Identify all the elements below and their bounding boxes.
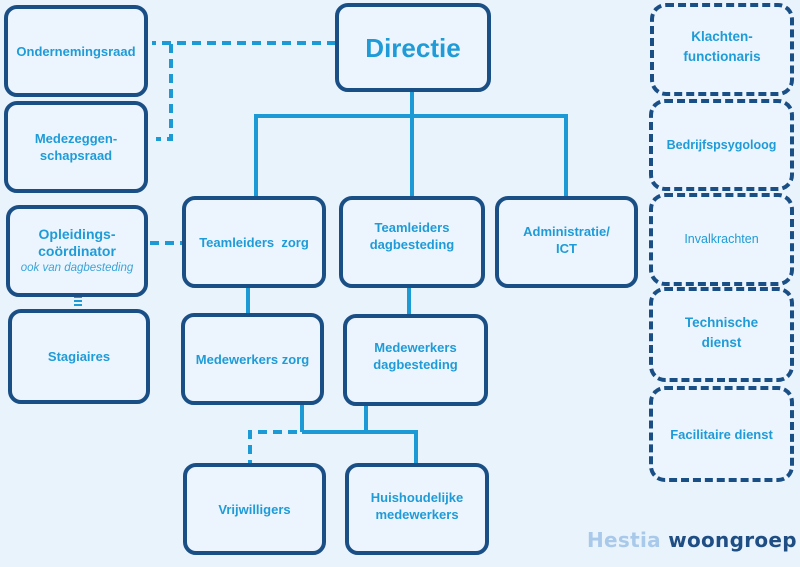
invalkrachten-label: Invalkrachten: [684, 232, 759, 246]
opleidingscoordinator-note: ook van dagbesteding: [20, 261, 134, 274]
teamleiders-dagbesteding-label: Teamleiders dagbesteding: [369, 220, 455, 252]
facilitaire-dienst-label: Facilitaire dienst: [670, 426, 773, 442]
box-stagiaires[interactable]: Stagiaires: [8, 309, 150, 404]
directie-label: Directie: [365, 32, 461, 63]
box-facilitaire-dienst[interactable]: Facilitaire dienst: [649, 386, 794, 482]
connector-medewerkers-level4: [300, 401, 418, 465]
box-ondernemingsraad[interactable]: Ondernemingsraad: [4, 5, 148, 97]
opleidingscoordinator-label: Opleidings- coördinator: [38, 225, 116, 259]
medewerkers-zorg-label: Medewerkers zorg: [195, 351, 310, 367]
dashed-connector-mr: [156, 44, 173, 141]
box-teamleiders-dagbesteding[interactable]: Teamleiders dagbesteding: [339, 196, 485, 288]
medezeggenschapsraad-label: Medezeggen- schapsraad: [34, 131, 118, 163]
logo-part-hestia: Hestia: [587, 528, 661, 552]
teamleiders-zorg-label: Teamleiders zorg: [199, 234, 309, 250]
connector-directie-level2: [254, 92, 568, 199]
medewerkers-dagbesteding-label: Medewerkers dagbesteding: [373, 340, 458, 372]
box-bedrijfspsygoloog[interactable]: Bedrijfspsygoloog: [649, 99, 794, 191]
box-medewerkers-dagbesteding[interactable]: Medewerkers dagbesteding: [343, 314, 488, 406]
box-medewerkers-zorg[interactable]: Medewerkers zorg: [181, 313, 324, 405]
box-invalkrachten[interactable]: Invalkrachten: [649, 193, 794, 286]
box-technische-dienst[interactable]: Technische dienst: [649, 287, 794, 382]
box-opleidingscoordinator[interactable]: Opleidings- coördinator ook van dagbeste…: [6, 205, 148, 297]
box-medezeggenschapsraad[interactable]: Medezeggen- schapsraad: [4, 101, 148, 193]
ondernemingsraad-label: Ondernemingsraad: [16, 43, 136, 59]
stagiaires-label: Stagiaires: [47, 349, 111, 364]
bedrijfspsygoloog-label: Bedrijfspsygoloog: [666, 137, 777, 152]
box-administratie-ict[interactable]: Administratie/ ICT: [495, 196, 638, 288]
box-teamleiders-zorg[interactable]: Teamleiders zorg: [182, 196, 326, 288]
technische-dienst-label: Technische dienst: [684, 314, 759, 350]
box-huishoudelijke-medewerkers[interactable]: Huishoudelijke medewerkers: [345, 463, 489, 555]
stagiaires-link: [74, 296, 82, 306]
box-vrijwilligers[interactable]: Vrijwilligers: [183, 463, 326, 555]
logo-part-woongroep: woongroep: [668, 528, 797, 552]
hestia-logo: Hestia woongroep: [587, 528, 797, 552]
box-directie[interactable]: Directie: [335, 3, 491, 92]
huishoudelijke-medewerkers-label: Huishoudelijke medewerkers: [370, 490, 464, 522]
box-klachtenfunctionaris[interactable]: Klachten- functionaris: [650, 3, 794, 96]
vrijwilligers-label: Vrijwilligers: [218, 501, 291, 517]
dashed-connector-vrijwilligers: [248, 430, 297, 463]
administratie-ict-label: Administratie/ ICT: [523, 224, 610, 256]
klachtenfunctionaris-label: Klachten- functionaris: [683, 28, 761, 64]
